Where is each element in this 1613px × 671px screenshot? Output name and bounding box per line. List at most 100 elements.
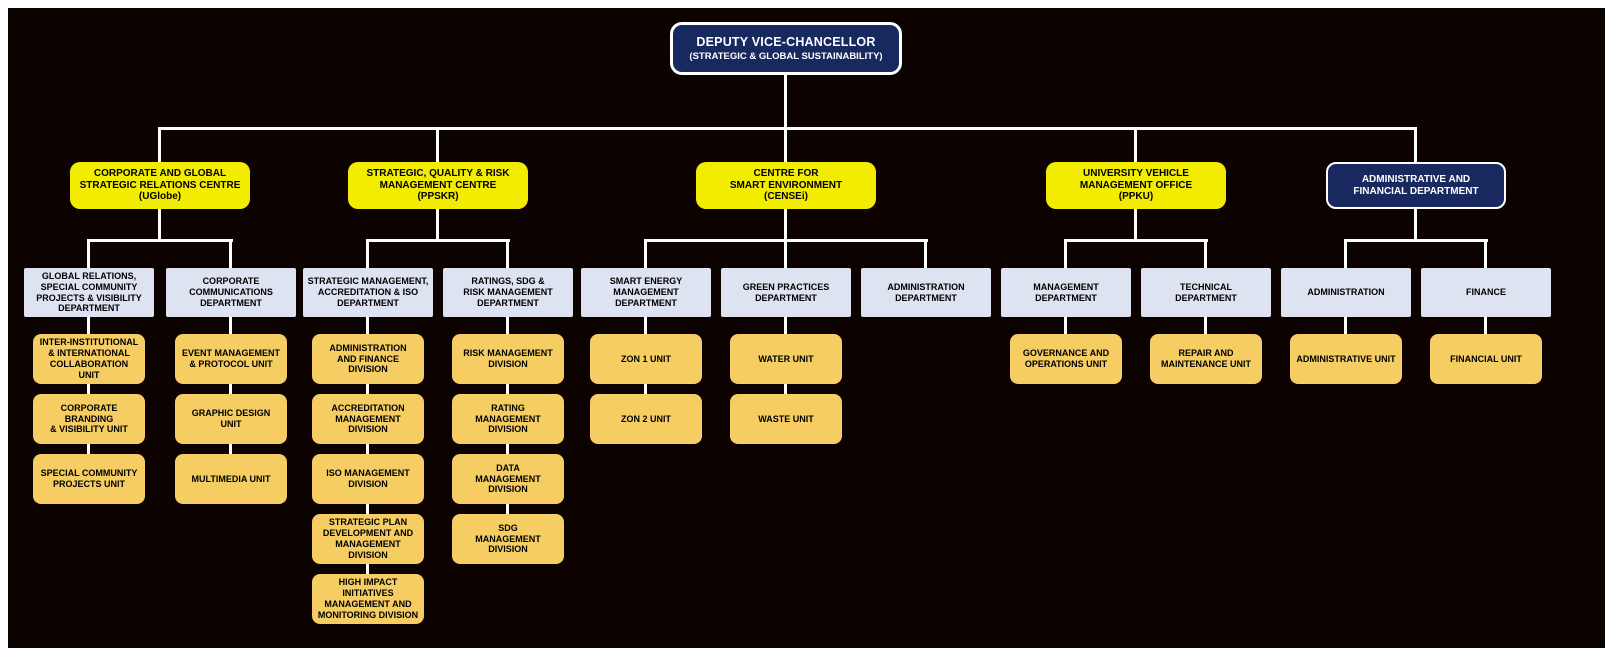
unit-label: WATER UNIT [758, 353, 814, 364]
connector-line [1344, 239, 1488, 242]
connector-line [436, 208, 439, 242]
dept-label: ADMINISTRATION DEPARTMENT [887, 281, 965, 303]
unit-box-water: WATER UNIT [730, 334, 842, 384]
dept-box-administration-censei: ADMINISTRATION DEPARTMENT [861, 268, 991, 317]
unit-label: ISO MANAGEMENT DIVISION [326, 468, 410, 489]
dept-box-ratings-sdg-risk: RATINGS, SDG & RISK MANAGEMENT DEPARTMEN… [443, 268, 573, 317]
dept-label: CORPORATE COMMUNICATIONS DEPARTMENT [189, 276, 273, 308]
dept-label: ADMINISTRATION [1307, 287, 1385, 298]
dept-box-technical-ppku: TECHNICAL DEPARTMENT [1141, 268, 1271, 317]
branch-box-ppku: UNIVERSITY VEHICLE MANAGEMENT OFFICE (PP… [1046, 162, 1226, 209]
connector-line [1344, 239, 1347, 269]
unit-box-repair-maintenance: REPAIR AND MAINTENANCE UNIT [1150, 334, 1262, 384]
dept-box-global-relations: GLOBAL RELATIONS, SPECIAL COMMUNITY PROJ… [24, 268, 154, 317]
unit-box-sdg-management: SDG MANAGEMENT DIVISION [452, 514, 564, 564]
unit-label: CORPORATE BRANDING & VISIBILITY UNIT [50, 402, 128, 435]
connector-line [87, 239, 233, 242]
dept-box-management-ppku: MANAGEMENT DEPARTMENT [1001, 268, 1131, 317]
dept-label: TECHNICAL DEPARTMENT [1175, 281, 1237, 303]
unit-box-event-management-protocol: EVENT MANAGEMENT & PROTOCOL UNIT [175, 334, 287, 384]
dept-label: SMART ENERGY MANAGEMENT DEPARTMENT [609, 276, 683, 308]
connector-line [87, 315, 90, 460]
dept-box-finance-afd: FINANCE [1421, 268, 1551, 317]
unit-box-multimedia: MULTIMEDIA UNIT [175, 454, 287, 504]
unit-label: ZON 1 UNIT [620, 353, 671, 364]
dept-box-corporate-communications: CORPORATE COMMUNICATIONS DEPARTMENT [166, 268, 296, 317]
connector-line [784, 127, 787, 163]
branch-name: STRATEGIC, QUALITY & RISK MANAGEMENT CEN… [366, 167, 510, 191]
unit-label: RISK MANAGEMENT DIVISION [463, 348, 553, 369]
unit-box-special-community-projects: SPECIAL COMMUNITY PROJECTS UNIT [33, 454, 145, 504]
dept-label: GLOBAL RELATIONS, SPECIAL COMMUNITY PROJ… [36, 270, 142, 314]
unit-box-governance-operations: GOVERNANCE AND OPERATIONS UNIT [1010, 334, 1122, 384]
branch-name: CORPORATE AND GLOBAL STRATEGIC RELATIONS… [79, 167, 241, 191]
connector-line [1134, 208, 1137, 242]
connector-line [366, 239, 510, 242]
branch-box-censei: CENTRE FOR SMART ENVIRONMENT (CENSEi) [696, 162, 876, 209]
unit-box-high-impact-initiatives: HIGH IMPACT INITIATIVES MANAGEMENT AND M… [312, 574, 424, 624]
unit-box-corporate-branding-visibility: CORPORATE BRANDING & VISIBILITY UNIT [33, 394, 145, 444]
unit-label: GRAPHIC DESIGN UNIT [191, 408, 271, 429]
branch-name: UNIVERSITY VEHICLE MANAGEMENT OFFICE [1079, 167, 1193, 191]
connector-line [1414, 208, 1417, 242]
chart-background [8, 8, 1605, 648]
unit-label: SDG MANAGEMENT DIVISION [475, 522, 541, 555]
connector-line [924, 239, 927, 269]
connector-line [1414, 127, 1417, 163]
connector-line [366, 315, 369, 580]
connector-line [158, 127, 161, 163]
dept-box-green-practices: GREEN PRACTICES DEPARTMENT [721, 268, 851, 317]
unit-label: INTER-INSTITUTIONAL & INTERNATIONAL COLL… [39, 337, 139, 380]
unit-label: EVENT MANAGEMENT & PROTOCOL UNIT [181, 348, 280, 369]
connector-line [784, 208, 787, 242]
connector-line [158, 127, 1417, 130]
connector-line [784, 239, 787, 269]
connector-line [1064, 239, 1208, 242]
unit-box-iso-management: ISO MANAGEMENT DIVISION [312, 454, 424, 504]
branch-box-ppskr: STRATEGIC, QUALITY & RISK MANAGEMENT CEN… [348, 162, 528, 209]
connector-line [784, 75, 787, 128]
dept-label: FINANCE [1466, 287, 1506, 298]
unit-box-administrative: ADMINISTRATIVE UNIT [1290, 334, 1402, 384]
dept-label: STRATEGIC MANAGEMENT, ACCREDITATION & IS… [307, 276, 429, 308]
branch-box-uglobe: CORPORATE AND GLOBAL STRATEGIC RELATIONS… [70, 162, 250, 209]
unit-label: ZON 2 UNIT [620, 413, 671, 424]
branch-name: ADMINISTRATIVE AND FINANCIAL DEPARTMENT [1353, 173, 1479, 197]
connector-line [644, 239, 647, 269]
root-box-deputy-vice-chancellor: DEPUTY VICE-CHANCELLOR (STRATEGIC & GLOB… [670, 22, 902, 75]
unit-box-zon-1: ZON 1 UNIT [590, 334, 702, 384]
unit-label: FINANCIAL UNIT [1450, 353, 1522, 364]
branch-acronym: (CENSEi) [764, 191, 808, 203]
unit-label: ADMINISTRATION AND FINANCE DIVISION [329, 342, 407, 375]
root-subtitle: (STRATEGIC & GLOBAL SUSTAINABILITY) [689, 51, 883, 62]
connector-line [1064, 239, 1067, 269]
unit-label: RATING MANAGEMENT DIVISION [475, 402, 541, 435]
branch-name: CENTRE FOR SMART ENVIRONMENT [729, 167, 843, 191]
unit-label: REPAIR AND MAINTENANCE UNIT [1161, 348, 1251, 369]
unit-box-rating-management: RATING MANAGEMENT DIVISION [452, 394, 564, 444]
unit-label: MULTIMEDIA UNIT [191, 473, 271, 484]
unit-box-data-management: DATA MANAGEMENT DIVISION [452, 454, 564, 504]
unit-label: STRATEGIC PLAN DEVELOPMENT AND MANAGEMEN… [322, 517, 414, 560]
dept-label: GREEN PRACTICES DEPARTMENT [742, 281, 830, 303]
connector-line [506, 239, 509, 269]
unit-box-administration-finance: ADMINISTRATION AND FINANCE DIVISION [312, 334, 424, 384]
connector-line [366, 239, 369, 269]
unit-label: DATA MANAGEMENT DIVISION [475, 462, 541, 495]
connector-line [1134, 127, 1137, 163]
dept-box-smart-energy: SMART ENERGY MANAGEMENT DEPARTMENT [581, 268, 711, 317]
connector-line [158, 208, 161, 242]
unit-box-financial: FINANCIAL UNIT [1430, 334, 1542, 384]
root-title: DEPUTY VICE-CHANCELLOR [696, 35, 876, 49]
unit-label: HIGH IMPACT INITIATIVES MANAGEMENT AND M… [317, 577, 419, 620]
connector-line [436, 127, 439, 163]
branch-acronym: (PPSKR) [417, 191, 459, 203]
connector-line [87, 239, 90, 269]
connector-line [1204, 239, 1207, 269]
dept-label: MANAGEMENT DEPARTMENT [1033, 281, 1099, 303]
unit-box-risk-management: RISK MANAGEMENT DIVISION [452, 334, 564, 384]
unit-box-waste: WASTE UNIT [730, 394, 842, 444]
unit-label: SPECIAL COMMUNITY PROJECTS UNIT [40, 468, 138, 489]
unit-label: ACCREDITATION MANAGEMENT DIVISION [331, 402, 405, 435]
